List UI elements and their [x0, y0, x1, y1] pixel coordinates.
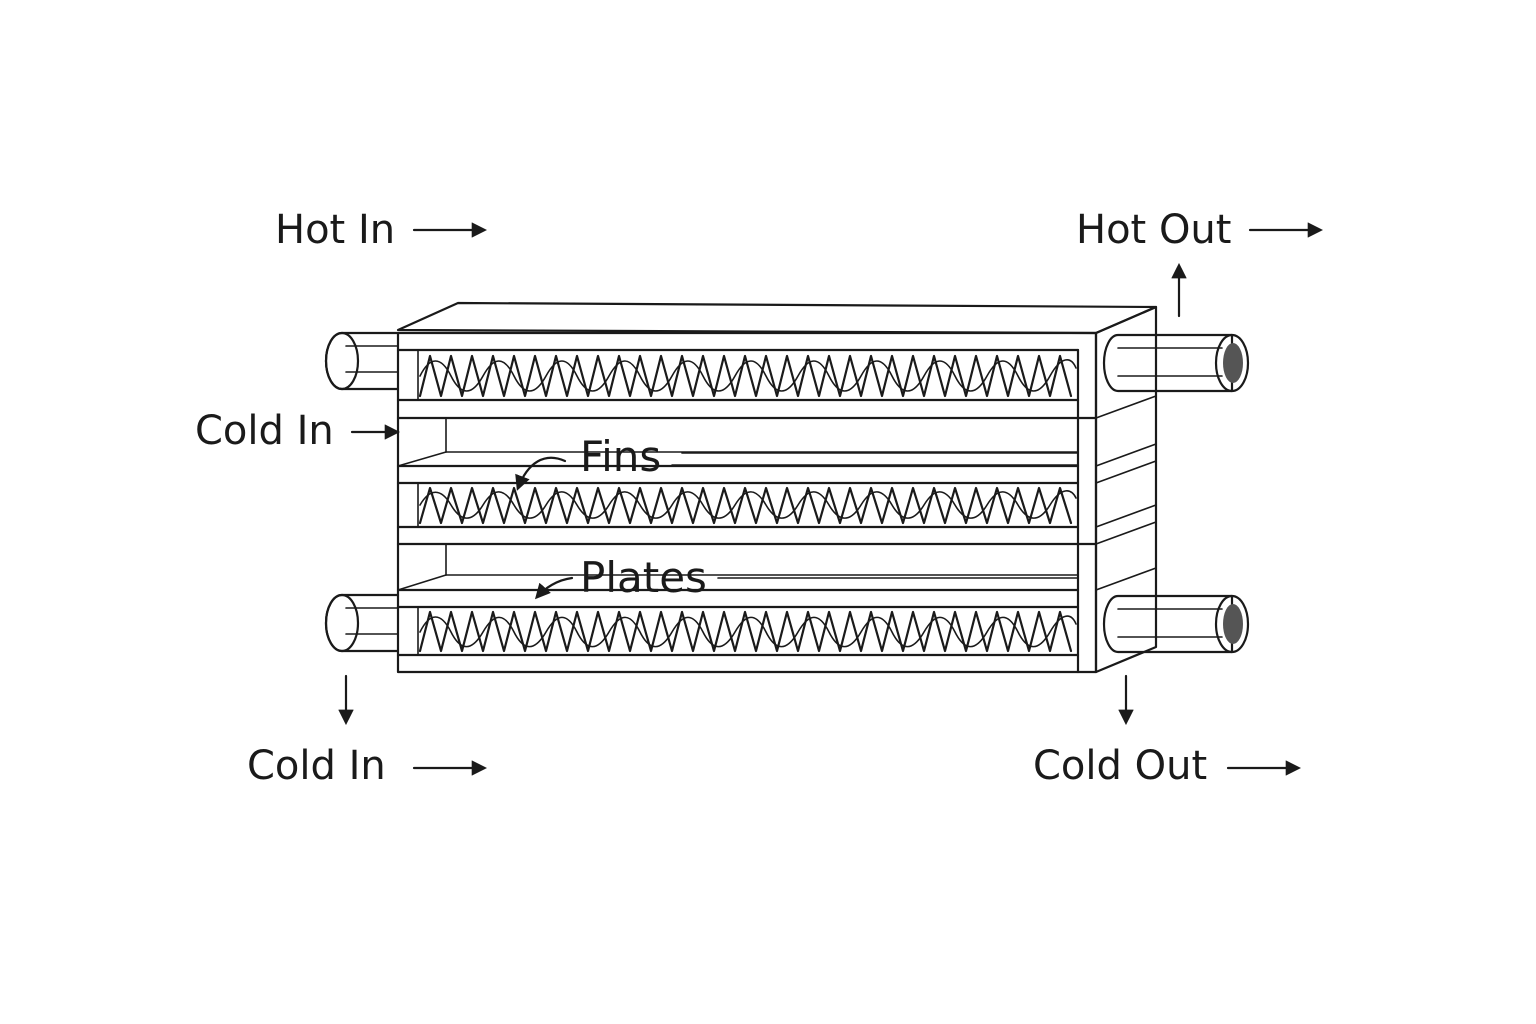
hot-out-label: Hot Out — [1076, 207, 1231, 253]
cold-in-bottom-label: Cold In — [247, 743, 386, 789]
fins-callout — [515, 452, 1079, 491]
cold-in-side-label: Cold In — [195, 408, 334, 454]
fins-row-middle — [418, 486, 1077, 525]
left-top-pipe — [324, 331, 400, 391]
curved-arrow-icon — [534, 576, 574, 600]
left-bottom-pipe — [324, 593, 400, 653]
fins-label: Fins — [580, 432, 661, 481]
curved-arrow-icon — [515, 456, 567, 491]
right-top-pipe — [1102, 333, 1250, 393]
fins-row-top — [418, 354, 1077, 398]
plates-callout — [534, 576, 1079, 600]
fins-row-bottom — [418, 610, 1077, 653]
right-bottom-pipe — [1102, 594, 1250, 654]
cold-out-label: Cold Out — [1033, 743, 1207, 789]
plates-label: Plates — [580, 553, 707, 602]
hot-in-label: Hot In — [275, 207, 395, 253]
